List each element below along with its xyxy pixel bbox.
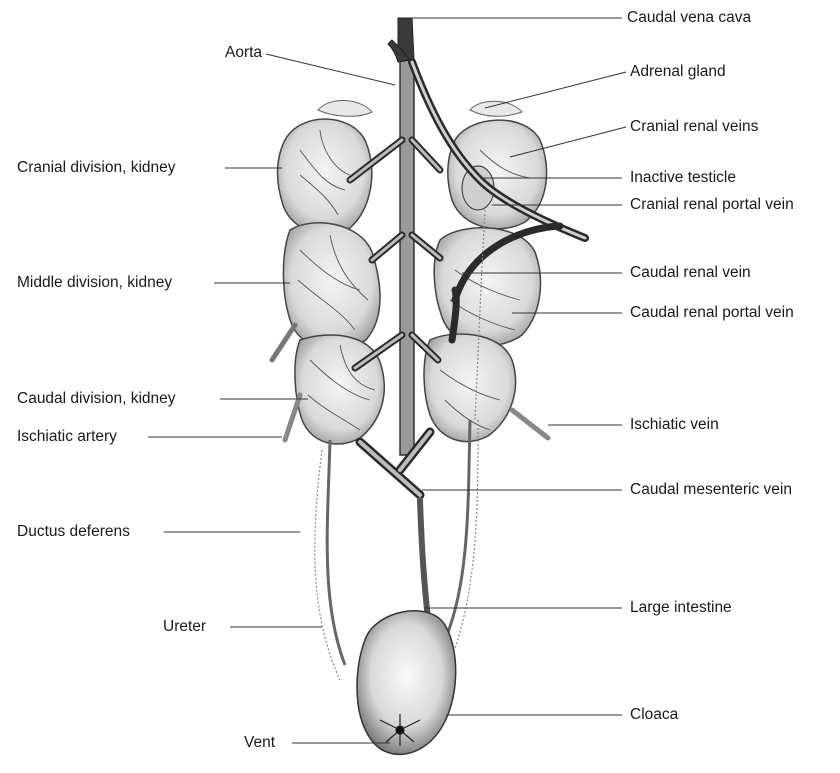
label-inactive-testicle: Inactive testicle	[630, 169, 736, 187]
label-adrenal-gland: Adrenal gland	[630, 63, 726, 81]
label-caudal-mesenteric-vein: Caudal mesenteric vein	[630, 481, 792, 499]
ischiatic-vein-stub	[512, 410, 548, 438]
caudal-mesenteric-vein	[360, 432, 430, 495]
large-intestine	[420, 500, 428, 620]
label-caudal-division-kidney: Caudal division, kidney	[17, 390, 176, 408]
label-vent: Vent	[244, 734, 275, 752]
label-caudal-renal-vein: Caudal renal vein	[630, 264, 751, 282]
label-ischiatic-artery: Ischiatic artery	[17, 428, 117, 446]
label-middle-division-kidney: Middle division, kidney	[17, 274, 172, 292]
cloaca	[357, 611, 456, 755]
label-ductus-deferens: Ductus deferens	[17, 523, 130, 541]
label-caudal-vena-cava: Caudal vena cava	[627, 9, 751, 27]
label-large-intestine: Large intestine	[630, 599, 732, 617]
label-cranial-renal-veins: Cranial renal veins	[630, 118, 758, 136]
left-caudal-division	[295, 335, 384, 444]
aorta	[400, 60, 414, 455]
adrenal-glands	[318, 100, 522, 116]
ischiatic-artery-stub	[285, 395, 300, 440]
right-middle-division	[434, 228, 540, 346]
label-ureter: Ureter	[163, 618, 206, 636]
caudal-vena-cava	[388, 18, 414, 62]
label-cloaca: Cloaca	[630, 706, 678, 724]
left-pelvic-vessel	[272, 325, 295, 360]
label-cranial-division-kidney: Cranial division, kidney	[17, 159, 176, 177]
label-cranial-renal-portal-vein: Cranial renal portal vein	[630, 196, 794, 214]
label-caudal-renal-portal-vein: Caudal renal portal vein	[630, 304, 794, 322]
label-ischiatic-vein: Ischiatic vein	[630, 416, 719, 434]
label-aorta: Aorta	[225, 44, 262, 62]
